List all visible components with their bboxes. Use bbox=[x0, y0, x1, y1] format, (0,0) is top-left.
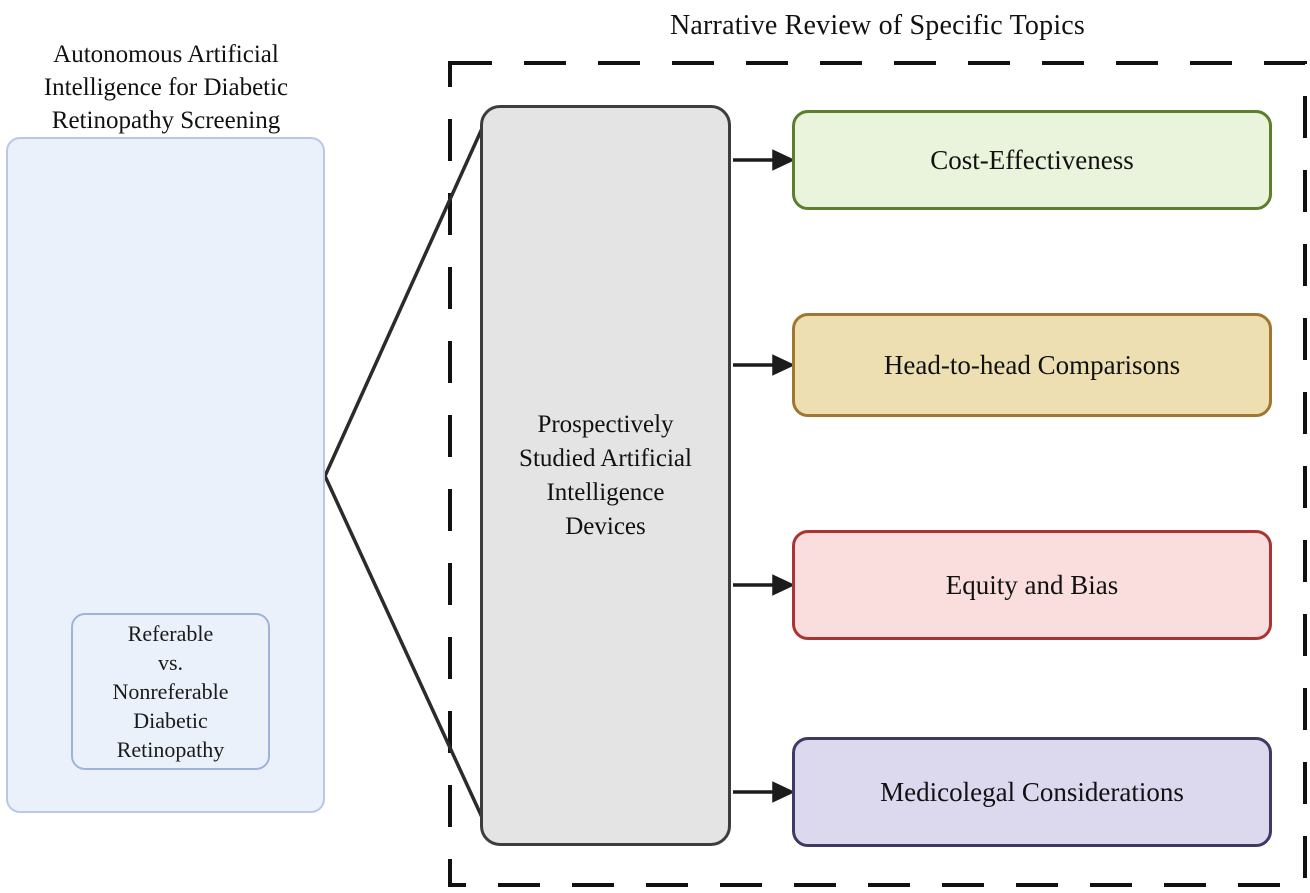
topic-label: Medicolegal Considerations bbox=[880, 776, 1184, 807]
topic-arrows bbox=[733, 149, 796, 803]
narrative-review-title: Narrative Review of Specific Topics bbox=[669, 10, 1086, 41]
center-box-line: Devices bbox=[565, 512, 646, 540]
arrow-to-equity-and-bias bbox=[733, 574, 796, 596]
arrow-to-medicolegal bbox=[733, 781, 796, 803]
left-panel-title-line: Retinopathy Screening bbox=[51, 107, 281, 134]
topic-label: Cost-Effectiveness bbox=[930, 144, 1134, 175]
arrow-to-cost-effectiveness bbox=[733, 149, 796, 171]
topic-label: Equity and Bias bbox=[945, 569, 1119, 600]
left-panel-title: Autonomous Artificial Intelligence for D… bbox=[0, 38, 332, 137]
prospective-ai-devices-box: Prospectively Studied Artificial Intelli… bbox=[480, 105, 731, 846]
output-line: vs. bbox=[157, 650, 184, 675]
output-line: Retinopathy bbox=[116, 737, 225, 762]
topic-box-cost-effectiveness: Cost-Effectiveness bbox=[792, 110, 1272, 210]
arrow-to-head-to-head bbox=[733, 354, 796, 376]
topic-box-medicolegal-considerations: Medicolegal Considerations bbox=[792, 737, 1272, 847]
center-box-line: Studied Artificial bbox=[519, 444, 692, 472]
center-box-line: Intelligence bbox=[546, 478, 665, 506]
classification-output-text: Referable vs. Nonreferable Diabetic Reti… bbox=[112, 619, 228, 764]
ai-screening-panel bbox=[6, 137, 325, 813]
output-line: Nonreferable bbox=[112, 679, 229, 704]
topic-box-equity-and-bias: Equity and Bias bbox=[792, 530, 1272, 640]
output-line: Diabetic bbox=[133, 708, 208, 733]
left-panel-title-line: Intelligence for Diabetic bbox=[43, 74, 289, 101]
converging-connector-lines bbox=[323, 112, 494, 840]
left-panel-title-line: Autonomous Artificial bbox=[53, 41, 279, 68]
classification-output-box: Referable vs. Nonreferable Diabetic Reti… bbox=[71, 613, 270, 770]
center-box-line: Prospectively bbox=[537, 410, 674, 438]
output-line: Referable bbox=[127, 621, 214, 646]
fundus-image bbox=[73, 178, 269, 354]
topic-label: Head-to-head Comparisons bbox=[883, 349, 1181, 380]
topic-box-head-to-head-comparisons: Head-to-head Comparisons bbox=[792, 313, 1272, 417]
prospective-ai-devices-text: Prospectively Studied Artificial Intelli… bbox=[519, 408, 692, 544]
